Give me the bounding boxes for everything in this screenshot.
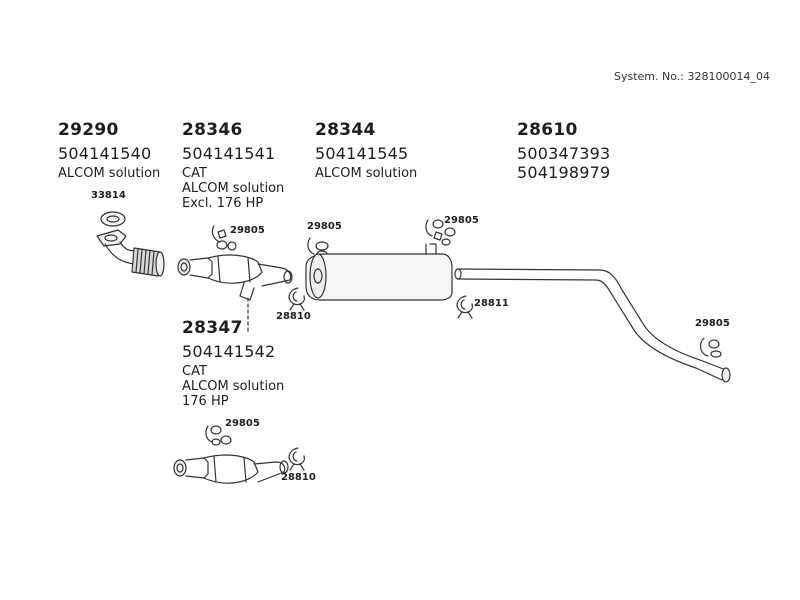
callout-ring: 28810 [276, 311, 311, 322]
part-28347: 28347 504141542 CAT ALCOM solution 176 H… [182, 318, 284, 409]
part-ref: 504141540 [58, 144, 152, 163]
callout-clamp: 29805 [695, 318, 730, 329]
part-28346: 28346 504141541 CAT ALCOM solution Excl.… [182, 120, 284, 211]
callout-ring: 28810 [281, 472, 316, 483]
system-number: System. No.: 328100014_04 [614, 70, 770, 83]
part-note: ALCOM solution [315, 166, 418, 181]
part-code: 28344 [315, 120, 376, 140]
part-29290: 29290 504141540 ALCOM solution [58, 120, 160, 181]
part-note: CAT [182, 166, 207, 181]
part-code: 28347 [182, 318, 243, 338]
front-pipe-part [96, 229, 165, 277]
muffler-part [305, 243, 453, 301]
callout-gasket: 33814 [91, 190, 126, 201]
part-ref: 504141545 [315, 144, 409, 163]
clamp-part [699, 337, 722, 358]
part-code: 28346 [182, 120, 243, 140]
part-ref: 504141541 [182, 144, 276, 163]
callout-clamp: 29805 [230, 225, 265, 236]
part-note: ALCOM solution [182, 181, 285, 196]
part-note: ALCOM solution [182, 379, 285, 394]
callout-clamp: 29805 [225, 418, 260, 429]
clamp-part [211, 225, 237, 251]
part-note: Excl. 176 HP [182, 196, 264, 211]
part-note: 176 HP [182, 394, 229, 409]
catalyst-part [173, 454, 289, 484]
part-code: 29290 [58, 120, 119, 140]
catalyst-part [177, 254, 293, 301]
part-note: ALCOM solution [58, 166, 161, 181]
part-ref: 504141542 [182, 342, 276, 361]
ring-part [288, 287, 305, 311]
ring-part [456, 295, 473, 319]
clamp-part [425, 219, 456, 246]
callout-clamp: 29805 [307, 221, 342, 232]
rear-pipe-part [454, 268, 731, 383]
part-ref: 504198979 [517, 163, 611, 182]
part-ref: 500347393 [517, 144, 611, 163]
part-28344: 28344 504141545 ALCOM solution [315, 120, 417, 181]
ring-part [288, 447, 305, 471]
part-code: 28610 [517, 120, 578, 140]
callout-clamp: 29805 [444, 215, 479, 226]
clamp-part [205, 425, 232, 446]
part-note: CAT [182, 364, 207, 379]
callout-ring: 28811 [474, 298, 509, 309]
part-28610: 28610 500347393 504198979 [517, 120, 610, 182]
gasket-part [100, 211, 126, 227]
